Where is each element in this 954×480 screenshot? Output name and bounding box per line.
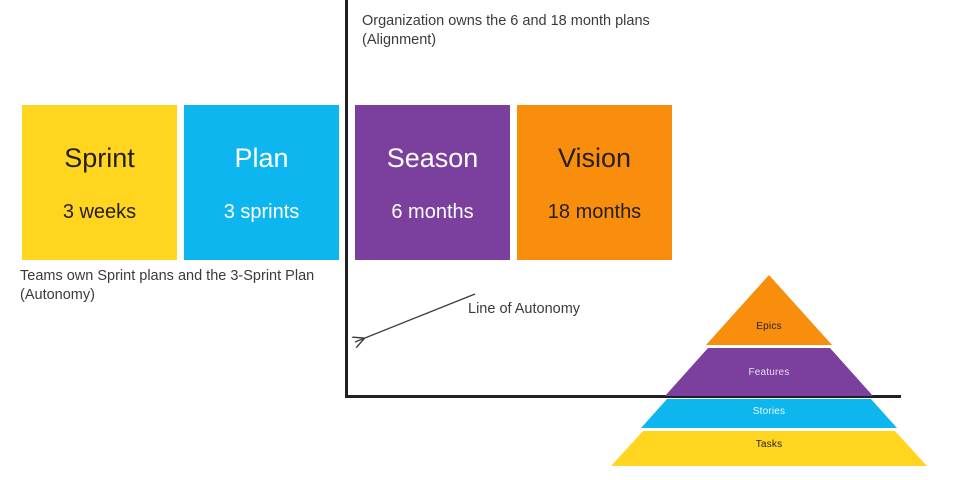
- box-plan[interactable]: Plan 3 sprints: [184, 105, 339, 260]
- pyramid-layer-stories[interactable]: [641, 399, 897, 428]
- vertical-divider-line: [345, 0, 348, 398]
- pyramid-layer-tasks[interactable]: [611, 431, 927, 466]
- work-item-pyramid: Epics Features Stories Tasks: [598, 272, 940, 470]
- pyramid-layer-features[interactable]: [665, 348, 873, 396]
- box-season-duration: 6 months: [391, 200, 474, 223]
- box-sprint-title: Sprint: [64, 142, 135, 173]
- alignment-caption: Organization owns the 6 and 18 month pla…: [362, 13, 650, 48]
- box-vision[interactable]: Vision 18 months: [517, 105, 672, 260]
- horizontal-autonomy-line: [345, 395, 901, 398]
- box-season-title: Season: [386, 142, 479, 173]
- box-vision-title: Vision: [557, 142, 632, 173]
- autonomy-arrow-icon: [345, 293, 476, 350]
- autonomy-line-label: Line of Autonomy: [468, 301, 581, 317]
- box-vision-duration: 18 months: [547, 200, 642, 223]
- box-season[interactable]: Season 6 months: [355, 105, 510, 260]
- box-sprint[interactable]: Sprint 3 weeks: [22, 105, 177, 260]
- box-plan-title: Plan: [234, 142, 289, 173]
- autonomy-caption: Teams own Sprint plans and the 3-Sprint …: [20, 268, 315, 303]
- pyramid-layer-epics[interactable]: [706, 275, 832, 345]
- box-plan-duration: 3 sprints: [223, 200, 300, 223]
- pyramid-shape: [611, 275, 927, 466]
- box-sprint-duration: 3 weeks: [62, 200, 137, 223]
